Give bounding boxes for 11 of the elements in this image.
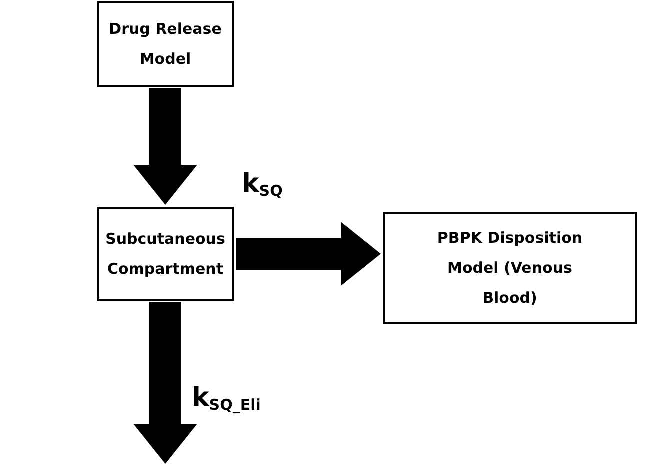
process-box [97, 207, 234, 301]
edge-label: k$_{SQ}$ [242, 168, 283, 200]
block-arrow [236, 222, 381, 286]
box-label: Subcutaneous Compartment [104, 229, 226, 280]
box-label: Drug Release Model [109, 19, 222, 70]
block-arrow [134, 302, 198, 464]
process-box [383, 212, 637, 324]
process-box [97, 1, 234, 87]
edge-label: k$_{SQ_Eli}$ [192, 382, 261, 414]
block-arrow [134, 88, 198, 205]
box-label: PBPK Disposition Model (Venous Blood) [436, 228, 584, 309]
